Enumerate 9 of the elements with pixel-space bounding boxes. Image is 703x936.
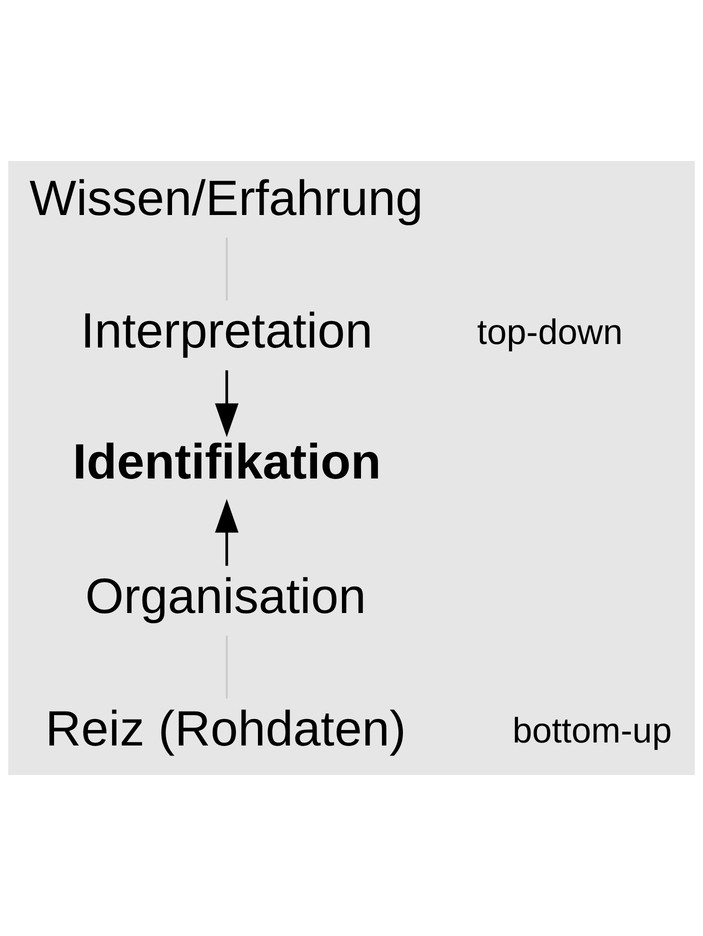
label: top-down [477,313,623,352]
node-text: Identifikation [72,434,382,490]
arrow [214,499,239,566]
node-text: Wissen/Erfahrung [29,170,424,226]
node-text: Organisation [85,568,366,624]
node-text: Interpretation [80,304,373,358]
arrow [214,370,239,438]
node-text: Reiz (Rohdaten) [45,702,406,757]
label: bottom-up [512,711,672,750]
